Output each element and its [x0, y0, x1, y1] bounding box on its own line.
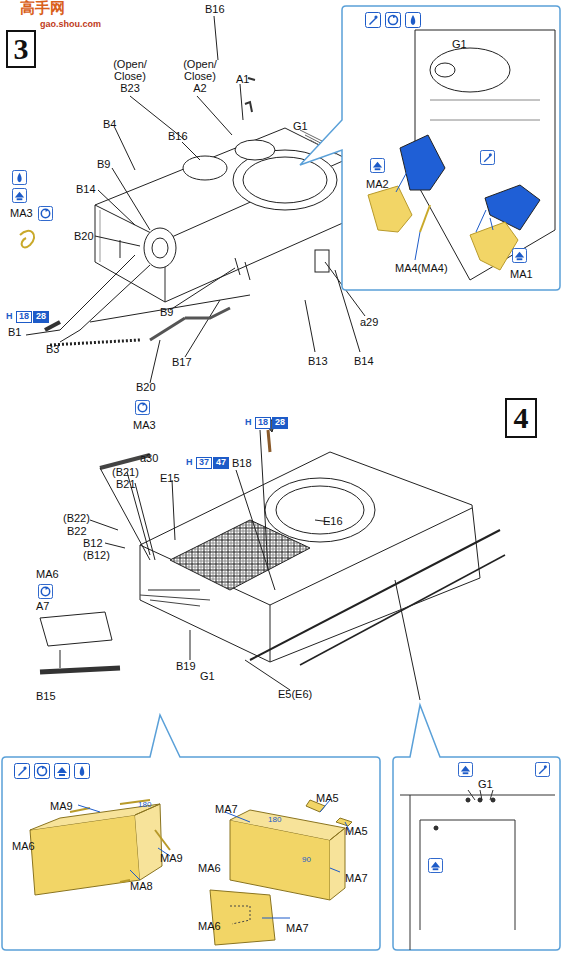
part-callout: MA3 [10, 207, 33, 219]
part-callout: B21 [116, 478, 136, 490]
part-callout: MA8 [130, 880, 153, 892]
paint-code: 47 [213, 457, 229, 469]
part-callout: B18 [232, 457, 252, 469]
part-callout: MA6 [12, 840, 35, 852]
part-callout: B9 [160, 306, 173, 318]
part-callout: MA9 [160, 852, 183, 864]
paint-code: H [6, 312, 13, 322]
part-callout: (B12) [83, 549, 110, 561]
step-number: 3 [14, 34, 29, 64]
part-callout: B17 [172, 356, 192, 368]
part-callout: E5(E6) [278, 688, 312, 700]
part-callout: MA4(MA4) [395, 262, 448, 274]
part-callout: B15 [36, 690, 56, 702]
part-callout: E15 [160, 472, 180, 484]
part-callout: B12 [83, 537, 103, 549]
part-callout: MA9 [50, 800, 73, 812]
part-callout: B20 [136, 381, 156, 393]
part-callout: 180 [268, 816, 281, 825]
part-callout: G1 [293, 120, 308, 132]
paint-code: H [186, 458, 193, 468]
part-callout: MA5 [345, 825, 368, 837]
step-number-box: 3 [6, 30, 36, 68]
part-callout: B4 [103, 118, 116, 130]
part-callout: MA1 [510, 268, 533, 280]
part-callout: G1 [200, 670, 215, 682]
paint-code: 37 [196, 457, 212, 469]
watermark: gao.shou.com [40, 20, 101, 30]
step-number: 4 [514, 403, 529, 433]
part-callout: B13 [308, 355, 328, 367]
part-callout: B19 [176, 660, 196, 672]
part-callout: (Open/ Close) B23 [110, 58, 150, 94]
part-callout: A1 [236, 73, 249, 85]
part-callout: (B21) [112, 466, 139, 478]
part-callout: B22 [67, 525, 87, 537]
part-callout: B14 [76, 183, 96, 195]
part-callout: B3 [46, 343, 59, 355]
part-callout: B14 [354, 355, 374, 367]
part-callout: (Open/ Close) A2 [180, 58, 220, 94]
part-callout: MA7 [215, 803, 238, 815]
watermark: 高手网 [20, 0, 65, 17]
part-callout: B9 [97, 158, 110, 170]
part-callout: (B22) [63, 512, 90, 524]
paint-code: 18 [16, 311, 32, 323]
part-callout: B16 [205, 3, 225, 15]
part-callout: E16 [323, 515, 343, 527]
part-callout: 180 [138, 801, 151, 810]
part-callout: MA7 [345, 872, 368, 884]
part-callout: B20 [74, 230, 94, 242]
paint-code: H [245, 418, 252, 428]
part-callout: MA7 [286, 922, 309, 934]
part-callout: MA6 [198, 862, 221, 874]
part-callout: B16 [168, 130, 188, 142]
part-callout: a30 [140, 452, 158, 464]
paint-code: 28 [33, 311, 49, 323]
part-callout: G1 [452, 38, 467, 50]
paint-code: 28 [272, 417, 288, 429]
part-callout: B1 [8, 326, 21, 338]
part-callout: G1 [478, 778, 493, 790]
part-callout: a29 [360, 316, 378, 328]
step-number-box: 4 [505, 398, 537, 438]
part-callout: MA5 [316, 792, 339, 804]
paint-code: 18 [255, 417, 271, 429]
part-callout: MA6 [36, 568, 59, 580]
part-callout: 90 [302, 856, 311, 865]
part-callout: MA2 [366, 178, 389, 190]
part-callout: MA6 [198, 920, 221, 932]
part-callout: MA3 [133, 419, 156, 431]
part-callout: A7 [36, 600, 49, 612]
